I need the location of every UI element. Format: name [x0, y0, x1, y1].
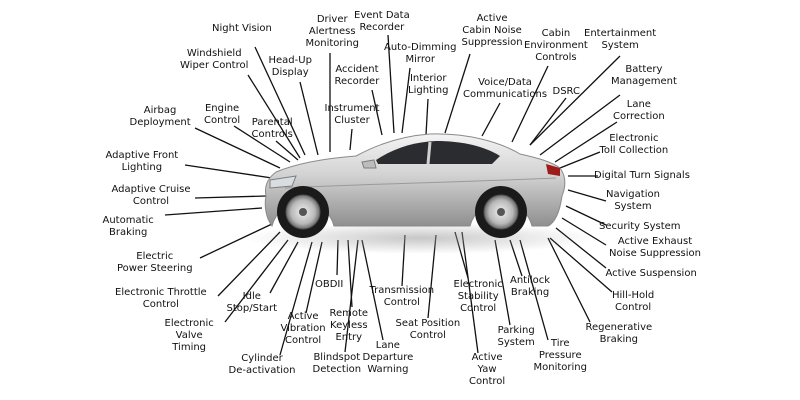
label-active-suspension: Active Suspension — [605, 268, 697, 279]
car-window-pillar — [426, 141, 432, 165]
label-electronic-stability-control: Electronic Stability Control — [453, 279, 503, 314]
callout-line-active-vibration-control — [305, 241, 323, 314]
callout-line-battery-management — [539, 94, 621, 156]
label-hill-hold-control: Hill-Hold Control — [612, 290, 655, 313]
callout-line-navigation-system — [567, 189, 607, 202]
label-digital-turn-signals: Digital Turn Signals — [594, 170, 690, 181]
callout-line-tire-pressure-monitoring — [519, 239, 549, 341]
label-navigation-system: Navigation System — [606, 189, 660, 212]
label-idle-stop-start: Idle Stop/Start — [226, 291, 278, 314]
label-interior-lighting: Interior Lighting — [408, 73, 449, 96]
callout-line-adaptive-front-lighting — [184, 164, 273, 179]
callout-line-auto-dimming-mirror — [401, 67, 411, 134]
label-obdii: OBDII — [315, 279, 344, 290]
callout-line-interior-lighting — [425, 98, 429, 136]
label-remote-keyless-entry: Remote Keyless Entry — [329, 308, 369, 343]
car-bodyline — [284, 177, 557, 189]
label-windshield-wiper-control: Windshield Wiper Control — [180, 48, 249, 71]
label-entertainment-system: Entertainment System — [584, 28, 657, 51]
rear-wheel — [475, 186, 527, 238]
callout-line-security-system — [565, 205, 607, 226]
label-engine-control: Engine Control — [204, 103, 241, 126]
label-cabin-environment-controls: Cabin Environment Controls — [524, 28, 588, 63]
label-seat-position-control: Seat Position Control — [395, 318, 461, 341]
front-wheel — [277, 186, 329, 238]
callout-line-active-exhaust-noise-suppression — [561, 217, 607, 246]
callout-line-night-vision — [254, 46, 306, 156]
label-active-exhaust-noise-suppression: Active Exhaust Noise Suppression — [609, 236, 701, 259]
label-lane-correction: Lane Correction — [613, 99, 665, 122]
label-regenerative-braking: Regenerative Braking — [585, 322, 653, 345]
callout-line-parental-controls — [275, 140, 299, 161]
callout-line-active-cabin-noise-suppression — [444, 53, 471, 134]
label-electronic-valve-timing: Electronic Valve Timing — [164, 318, 214, 353]
car-window — [376, 141, 500, 164]
label-active-yaw-control: Active Yaw Control — [469, 352, 506, 387]
label-active-cabin-noise-suppression: Active Cabin Noise Suppression — [461, 13, 523, 48]
label-instrument-cluster: Instrument Cluster — [324, 103, 380, 126]
label-cylinder-deactivation: Cylinder De-activation — [228, 353, 296, 376]
car-mirror — [361, 159, 377, 169]
label-blindspot-detection: Blindspot Detection — [312, 352, 362, 375]
label-automatic-braking: Automatic Braking — [102, 215, 154, 238]
label-airbag-deployment: Airbag Deployment — [129, 105, 191, 128]
label-accident-recorder: Accident Recorder — [334, 64, 380, 87]
label-event-data-recorder: Event Data Recorder — [354, 10, 410, 33]
callout-line-electronic-valve-timing — [224, 239, 289, 323]
label-adaptive-front-lighting: Adaptive Front Lighting — [105, 150, 179, 173]
callout-line-voice-data-communications — [481, 102, 501, 137]
callout-line-entertainment-system — [529, 55, 621, 146]
label-active-vibration-control: Active Vibration Control — [280, 311, 326, 346]
callout-line-automatic-braking — [164, 207, 263, 216]
callout-line-electric-power-steering — [199, 223, 273, 259]
label-adaptive-cruise-control: Adaptive Cruise Control — [111, 184, 191, 207]
callout-line-regenerative-braking — [547, 237, 591, 323]
label-transmission-control: Transmission Control — [369, 285, 435, 308]
label-lane-departure-warning: Lane Departure Warning — [362, 340, 414, 375]
label-electronic-throttle-control: Electronic Throttle Control — [115, 287, 207, 310]
callout-line-lane-correction — [554, 121, 618, 163]
label-electronic-toll-collection: Electronic Toll Collection — [599, 133, 669, 156]
label-driver-alertness-monitoring: Driver Alertness Monitoring — [305, 14, 359, 49]
callout-line-airbag-deployment — [194, 127, 281, 169]
label-auto-dimming-mirror: Auto-Dimming Mirror — [384, 42, 457, 65]
label-voice-data-communications: Voice/Data Communications — [463, 77, 548, 100]
callout-line-parking-system — [494, 239, 511, 326]
label-night-vision: Night Vision — [212, 23, 272, 34]
callout-line-blindspot-detection — [344, 239, 359, 353]
car-illustration — [245, 133, 595, 254]
callout-line-instrument-cluster — [349, 128, 353, 151]
callout-line-windshield-wiper-control — [247, 74, 301, 159]
label-parking-system: Parking System — [497, 325, 535, 348]
car-taillight — [546, 164, 560, 176]
car-headlight — [269, 175, 297, 189]
label-antilock-braking: Antilock Braking — [510, 275, 551, 298]
callout-line-dsrc — [529, 97, 567, 146]
label-battery-management: Battery Management — [611, 64, 677, 87]
callout-line-accident-recorder — [371, 89, 383, 136]
callout-line-event-data-recorder — [387, 34, 395, 134]
callout-line-idle-stop-start — [269, 241, 299, 294]
label-tire-pressure-monitoring: Tire Pressure Monitoring — [533, 338, 587, 373]
callout-line-electronic-toll-collection — [559, 151, 601, 169]
callout-line-head-up-display — [299, 81, 319, 156]
label-security-system: Security System — [599, 221, 681, 232]
callout-line-lane-departure-warning — [361, 239, 384, 341]
label-dsrc: DSRC — [552, 86, 580, 97]
label-electric-power-steering: Electric Power Steering — [117, 251, 193, 274]
callout-line-cylinder-deactivation — [279, 241, 313, 356]
label-parental-controls: Parental Controls — [251, 117, 293, 140]
label-head-up-display: Head-Up Display — [268, 55, 312, 78]
callout-line-adaptive-cruise-control — [194, 195, 267, 199]
callout-line-cabin-environment-controls — [511, 65, 549, 143]
callout-line-engine-control — [233, 125, 291, 163]
